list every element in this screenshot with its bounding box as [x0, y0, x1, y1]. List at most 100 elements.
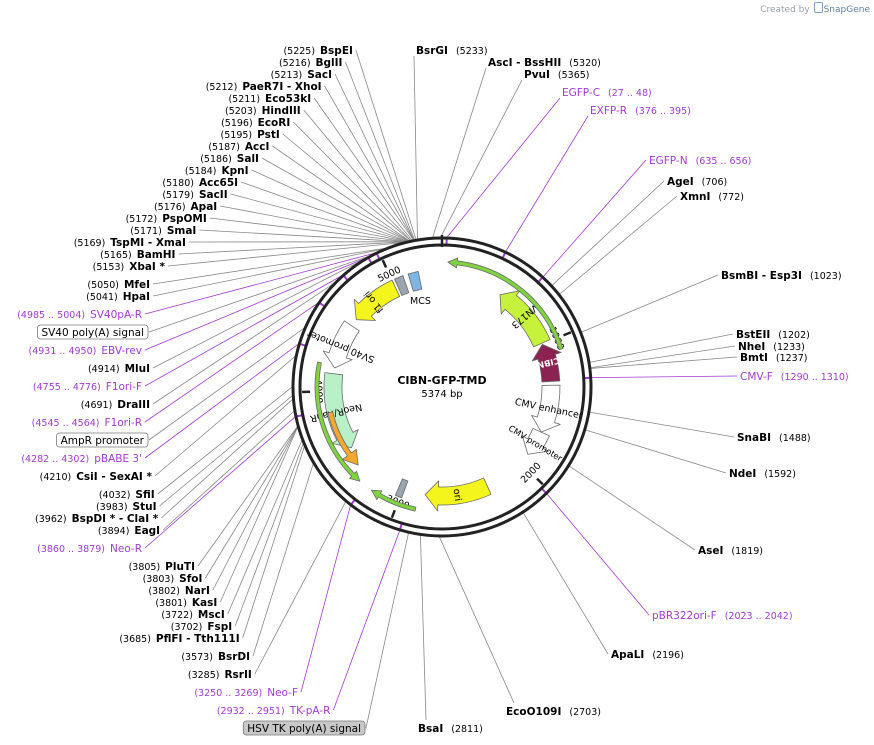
plasmid-name: CIBN-GFP-TMD	[397, 374, 486, 387]
site-pspomi-position: (5172)	[126, 214, 158, 225]
site-asei: AseI(1819)	[698, 545, 763, 557]
site-tk-pa-r: TK-pA-R(2932 .. 2951)	[217, 705, 331, 717]
site-mlui-leader	[152, 258, 366, 369]
site-bspei: BspEI(5225)	[283, 45, 352, 57]
site-paer7i-xhoi-position: (5212)	[206, 82, 238, 93]
site-hindiii-position: (5203)	[225, 106, 257, 117]
site-bglii: BglII(5216)	[279, 57, 343, 69]
site-psti-position: (5195)	[221, 130, 253, 141]
site-sfoi-position: (3803)	[143, 574, 175, 585]
site-mfei: MfeI(5050)	[87, 279, 150, 291]
site-cmv-f: CMV-F(1290 .. 1310)	[740, 371, 849, 383]
feature-segment-11	[327, 411, 359, 466]
site-xmni-name: XmnI	[680, 191, 710, 203]
site-saci-position: (5213)	[271, 70, 303, 81]
site-kpni-leader	[251, 169, 410, 242]
site-ecori-name: EcoRI	[258, 117, 291, 129]
site-nari-position: (3802)	[148, 586, 180, 597]
site-eco53ki-position: (5211)	[228, 94, 260, 105]
site-acc65i-leader	[240, 181, 409, 242]
site-ebv-rev-name: EBV-rev	[101, 345, 142, 357]
site-asci-bsshii-leader	[432, 67, 487, 238]
feature-ampr-promoter-label: AmpR promoter	[61, 435, 145, 447]
site-draiii-leader	[152, 282, 336, 405]
site-stui: StuI(3983)	[96, 501, 157, 513]
site-exfp-r: EXFP-R(376 .. 395)	[590, 105, 691, 117]
site-xbai-leader	[167, 242, 404, 267]
site-apali-name: ApaLI	[611, 649, 644, 661]
site-acc65i-name: Acc65I	[199, 177, 238, 189]
feature-sv40-promoter	[322, 320, 360, 369]
site-apai: ApaI(5176)	[154, 201, 217, 213]
site-pspomi: PspOMI (5172)	[126, 213, 207, 225]
site-agei-position: (706)	[702, 177, 728, 188]
site-apali: ApaLI(2196)	[611, 649, 684, 661]
site-pbr322ori-f-leader	[546, 493, 650, 616]
site-sfii-position: (4032)	[99, 490, 131, 501]
site-rsrii: RsrII(3285)	[188, 669, 252, 681]
site-apai-leader	[220, 205, 408, 242]
tick-mark-5000	[381, 259, 388, 268]
tick-mark-2000	[536, 477, 544, 486]
site-bmti-leader	[590, 356, 738, 369]
site-xmni: XmnI(772)	[680, 191, 744, 203]
site-psti: PstI(5195)	[221, 129, 280, 141]
site-egfp-n-leader	[542, 159, 647, 278]
site-sv40pa-r: SV40pA-R(4985 .. 5004)	[17, 309, 142, 321]
site-egfp-n-position: (635 .. 656)	[696, 156, 752, 167]
site-paer7i-xhoi-leader	[324, 85, 415, 241]
site-kpni-position: (5184)	[185, 166, 217, 177]
site-bsteii: BstEII(1202)	[736, 329, 810, 341]
site-csii-sexai: CsiI - SexAI *(4210)	[40, 471, 153, 483]
site-nari: NarI(3802)	[148, 585, 210, 597]
site-sv40pa-r-marker	[375, 253, 381, 260]
site-apali-leader	[522, 512, 609, 655]
site-bspdi-clai-position: (3962)	[35, 514, 67, 525]
site-agei-leader	[551, 180, 665, 286]
site-bspdi-clai: BspDI * - ClaI *(3962)	[35, 513, 159, 525]
site-neo-f-name: Neo-F	[267, 687, 298, 699]
site-msci: MscI(3722)	[161, 609, 224, 621]
site-hpai-leader	[152, 248, 386, 297]
site-eagi-position: (3894)	[98, 526, 130, 537]
site-hindiii-leader	[303, 109, 413, 241]
site-f1ori-f: F1ori-F(4755 .. 4776)	[33, 381, 142, 393]
site-stui-position: (3983)	[96, 502, 128, 513]
site-pluti-name: PluTI	[165, 561, 195, 573]
site-msci-position: (3722)	[161, 610, 193, 621]
site-pbr322ori-f-marker	[541, 487, 547, 494]
site-draiii-position: (4691)	[81, 400, 113, 411]
site-eco53ki-leader	[313, 97, 415, 241]
site-eagi-name: EagI	[134, 525, 160, 537]
site-sfoi-leader	[205, 426, 299, 579]
site-pspomi-name: PspOMI	[162, 213, 207, 225]
plasmid-center-label: CIBN-GFP-TMD 5374 bp	[397, 374, 486, 400]
site-kpni: KpnI(5184)	[185, 165, 249, 177]
site-ndei: NdeI(1592)	[729, 468, 796, 480]
feature-ampr-promoter-leader	[148, 327, 306, 441]
site-f1ori-r-name: F1ori-R	[105, 417, 142, 429]
site-egfp-c-position: (27 .. 48)	[608, 88, 652, 99]
site-f1ori-f-position: (4755 .. 4776)	[33, 382, 101, 393]
site-pvui-name: PvuI	[524, 69, 550, 81]
site-bmti-position: (1237)	[776, 353, 808, 364]
site-neo-f-leader	[300, 505, 351, 693]
site-ecoo109i-position: (2703)	[569, 707, 601, 718]
site-rsrii-position: (3285)	[188, 670, 220, 681]
site-bsrgi-leader	[413, 55, 418, 240]
site-sacii-position: (5179)	[162, 190, 194, 201]
site-fspi-leader	[234, 442, 304, 627]
site-ecoo109i-leader	[438, 536, 515, 704]
site-cmv-f-position: (1290 .. 1310)	[781, 372, 849, 383]
site-xmni-leader	[559, 195, 678, 295]
feature-hsv-tk-poly-a-signal-label: HSV TK poly(A) signal	[247, 723, 361, 735]
site-bsmbi-esp3i-position: (1023)	[810, 271, 842, 282]
feature-mcs	[407, 271, 423, 292]
feature-cmv-promoter	[521, 428, 550, 455]
feature-segment-4	[447, 257, 564, 351]
site-hpai: HpaI(5041)	[86, 291, 150, 303]
site-kasi-position: (3801)	[155, 598, 187, 609]
site-bamhi: BamHI(5165)	[100, 249, 175, 261]
site-tk-pa-r-name: TK-pA-R	[289, 705, 331, 717]
feature-ori-label: ori	[451, 488, 464, 502]
